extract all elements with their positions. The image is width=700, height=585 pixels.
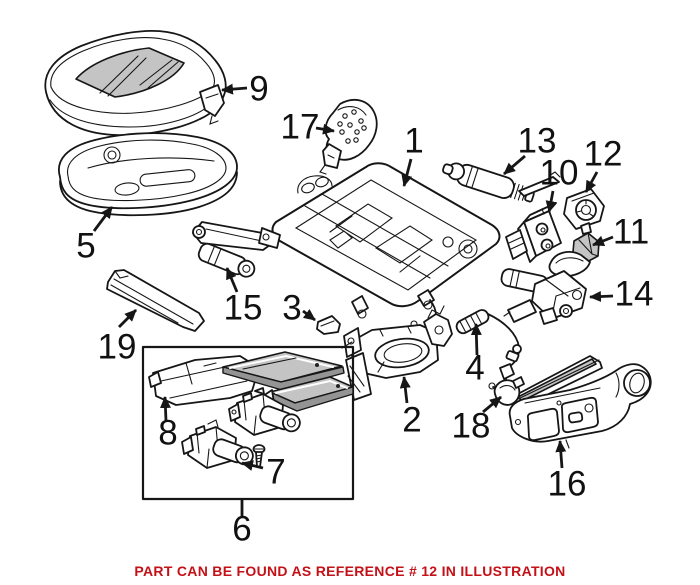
part-label-10: 10 <box>540 154 579 193</box>
arrow-16 <box>555 440 567 469</box>
part-14-gear-motor <box>500 268 587 325</box>
part-label-14: 14 <box>615 275 654 314</box>
part-label-6: 6 <box>232 510 251 549</box>
arrow-18 <box>482 395 502 414</box>
arrow-5 <box>92 206 114 232</box>
arrow-11 <box>592 235 614 247</box>
part-12-switch-actuator <box>563 188 605 235</box>
part-label-17: 17 <box>281 108 320 147</box>
arrow-8 <box>159 396 171 422</box>
part-5-seat-pan <box>58 132 238 217</box>
callout-12-switch-actuator: 12 <box>584 135 623 193</box>
callout-13-drive-motor: 13 <box>503 122 557 176</box>
part-label-3: 3 <box>282 289 301 328</box>
arrow-1 <box>401 158 413 187</box>
arrow-10 <box>545 190 557 213</box>
part-3-clip <box>316 315 341 335</box>
arrow-12 <box>584 171 599 193</box>
part-label-19: 19 <box>98 328 137 367</box>
arrow-14 <box>589 291 614 303</box>
part-16-side-panel <box>508 363 652 449</box>
callout-14-gear-motor: 14 <box>589 275 654 314</box>
callout-19-trim-strip: 19 <box>98 309 137 367</box>
part-label-16: 16 <box>548 465 587 504</box>
callout-11-switch-cover: 11 <box>592 213 649 252</box>
callout-4-sensor-cable: 4 <box>465 323 485 388</box>
callout-7-seat-motor: 7 <box>241 453 286 492</box>
callout-10-seat-switch: 10 <box>540 154 579 213</box>
part-6-motor-kit-box <box>141 345 355 501</box>
arrow-19 <box>118 309 137 328</box>
callout-2-air-duct-bracket: 2 <box>399 376 422 440</box>
part-label-2: 2 <box>402 401 421 440</box>
part-1-seat-frame <box>258 162 501 334</box>
callout-6-motor-kit-box: 6 <box>232 500 252 549</box>
part-label-4: 4 <box>465 349 484 388</box>
part-10-seat-switch <box>505 202 562 263</box>
part-9-seat-cushion-cover <box>44 29 227 136</box>
arrow-7 <box>241 460 264 471</box>
callout-15-actuator-cylinder: 15 <box>224 267 263 328</box>
callout-1-seat-frame: 1 <box>401 122 424 187</box>
part-label-9: 9 <box>249 70 268 109</box>
arrow-15 <box>225 267 239 293</box>
part-7-seat-motor-lower <box>181 419 254 469</box>
part-18-trim-rail <box>493 355 603 407</box>
arrow-9 <box>221 83 248 95</box>
arrow-2 <box>399 376 411 404</box>
callout-16-side-panel: 16 <box>548 440 587 504</box>
arrow-13 <box>503 154 526 176</box>
screw <box>252 444 266 468</box>
callout-17-side-bracket: 17 <box>281 108 335 147</box>
callout-9-seat-cushion-cover: 9 <box>221 70 269 109</box>
callout-3-clip: 3 <box>282 289 316 328</box>
part-4-sensor-cable <box>455 309 522 390</box>
part-label-15: 15 <box>224 289 263 328</box>
callout-18-trim-rail: 18 <box>452 395 502 446</box>
part-19-trim-strip <box>106 269 205 332</box>
callout-5-seat-pan: 5 <box>76 206 114 266</box>
part-label-12: 12 <box>584 135 623 174</box>
part-label-5: 5 <box>76 227 95 266</box>
heater-mat-lower <box>262 376 354 412</box>
part-label-8: 8 <box>158 414 177 453</box>
part-label-13: 13 <box>518 122 557 161</box>
part-13-drive-motor <box>442 162 561 203</box>
part-17-side-bracket <box>319 98 378 175</box>
callout-8-insulation-panel: 8 <box>158 396 178 453</box>
part-label-1: 1 <box>404 122 423 161</box>
heater-mat-upper <box>222 351 345 391</box>
arrow-4 <box>470 323 482 356</box>
reference-caption: PART CAN BE FOUND AS REFERENCE # 12 IN I… <box>134 563 566 579</box>
part-label-18: 18 <box>452 407 491 446</box>
part-label-11: 11 <box>613 213 649 252</box>
part-2-air-duct-bracket <box>341 305 453 401</box>
part-7-seat-motor-upper <box>228 387 301 436</box>
part-15-actuator-cylinder <box>192 221 275 278</box>
arrow-3 <box>302 309 316 322</box>
arrow-17 <box>315 123 335 135</box>
part-label-7: 7 <box>266 453 285 492</box>
